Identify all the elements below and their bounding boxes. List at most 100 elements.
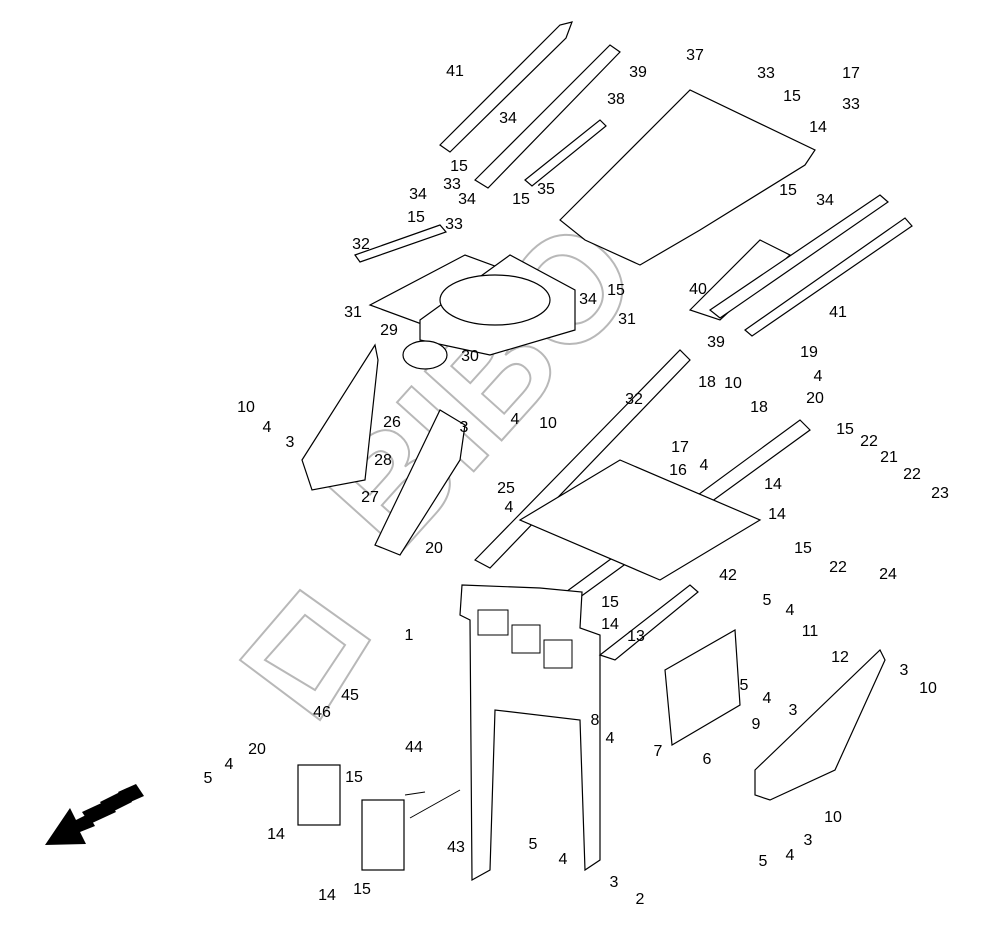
- part-filter-right: [361, 799, 405, 871]
- callout-4: 4: [263, 419, 272, 436]
- callout-41: 41: [446, 63, 464, 80]
- callout-9: 9: [752, 716, 761, 733]
- callout-18: 18: [698, 374, 716, 391]
- callout-15: 15: [407, 209, 425, 226]
- callout-5: 5: [763, 592, 772, 609]
- callout-33: 33: [443, 176, 461, 193]
- callout-35: 35: [537, 181, 555, 198]
- callout-4: 4: [606, 730, 615, 747]
- callout-15: 15: [512, 191, 530, 208]
- callout-8: 8: [591, 712, 600, 729]
- callout-5: 5: [529, 836, 538, 853]
- part-1-front-frame: [459, 584, 601, 882]
- callout-32: 32: [625, 391, 643, 408]
- callout-10: 10: [824, 809, 842, 826]
- callout-22: 22: [860, 433, 878, 450]
- forward-direction-arrow-icon: [45, 784, 144, 845]
- part-13-bracket: [598, 584, 699, 661]
- part-28-panel: [301, 343, 379, 491]
- callout-15: 15: [353, 881, 371, 898]
- callout-3: 3: [804, 832, 813, 849]
- callout-1: 1: [405, 627, 414, 644]
- callout-33: 33: [445, 216, 463, 233]
- part-32-rail: [354, 224, 448, 263]
- callout-16: 16: [669, 462, 687, 479]
- callout-41: 41: [829, 304, 847, 321]
- callout-26: 26: [383, 414, 401, 431]
- callout-34: 34: [816, 192, 834, 209]
- callout-28: 28: [374, 452, 392, 469]
- callout-39: 39: [629, 64, 647, 81]
- callout-23: 23: [931, 485, 949, 502]
- callout-4: 4: [505, 499, 514, 516]
- callout-34: 34: [409, 186, 427, 203]
- part-27-panel: [374, 409, 466, 556]
- part-39-right-strip: [708, 194, 889, 319]
- callout-14: 14: [764, 476, 782, 493]
- callout-24: 24: [879, 566, 897, 583]
- callout-20: 20: [806, 390, 824, 407]
- callout-22: 22: [903, 466, 921, 483]
- callout-40: 40: [689, 281, 707, 298]
- callout-7: 7: [654, 743, 663, 760]
- callout-5: 5: [204, 770, 213, 787]
- callout-4: 4: [763, 690, 772, 707]
- frame-left-beam: [474, 349, 691, 569]
- callout-19: 19: [800, 344, 818, 361]
- part-6-panel: [664, 629, 741, 746]
- callout-10: 10: [919, 680, 937, 697]
- callout-15: 15: [450, 158, 468, 175]
- part-38-bracket: [524, 119, 607, 187]
- callout-34: 34: [579, 291, 597, 308]
- callout-15: 15: [601, 594, 619, 611]
- callout-39: 39: [707, 334, 725, 351]
- part-43-rod: [409, 789, 461, 819]
- callout-10: 10: [237, 399, 255, 416]
- part-29-ring: [402, 340, 448, 370]
- callout-44: 44: [405, 739, 423, 756]
- callout-3: 3: [286, 434, 295, 451]
- callout-11: 11: [802, 623, 819, 640]
- callout-4: 4: [225, 756, 234, 773]
- callout-15: 15: [794, 540, 812, 557]
- callout-3: 3: [900, 662, 909, 679]
- callout-46: 46: [313, 704, 331, 721]
- callout-6: 6: [703, 751, 712, 768]
- callout-4: 4: [786, 847, 795, 864]
- callout-10: 10: [539, 415, 557, 432]
- callout-18: 18: [750, 399, 768, 416]
- callout-14: 14: [768, 506, 786, 523]
- part-44-bolt: [404, 791, 426, 796]
- callout-32: 32: [352, 236, 370, 253]
- callout-22: 22: [829, 559, 847, 576]
- callout-42: 42: [719, 567, 737, 584]
- callout-29: 29: [380, 322, 398, 339]
- callout-13: 13: [627, 628, 645, 645]
- callout-37: 37: [686, 47, 704, 64]
- callout-5: 5: [740, 677, 749, 694]
- callout-31: 31: [344, 304, 362, 321]
- callout-33: 33: [757, 65, 775, 82]
- part-9-panel: [754, 649, 886, 801]
- callout-3: 3: [460, 419, 469, 436]
- callout-15: 15: [836, 421, 854, 438]
- callout-4: 4: [786, 602, 795, 619]
- callout-15: 15: [779, 182, 797, 199]
- callout-4: 4: [700, 457, 709, 474]
- callout-15: 15: [607, 282, 625, 299]
- part-42-frame-floor: [518, 459, 762, 581]
- callout-3: 3: [610, 874, 619, 891]
- callout-25: 25: [497, 480, 515, 497]
- callout-34: 34: [458, 191, 476, 208]
- callout-33: 33: [842, 96, 860, 113]
- callout-5: 5: [759, 853, 768, 870]
- callout-14: 14: [601, 616, 619, 633]
- callout-14: 14: [318, 887, 336, 904]
- callout-14: 14: [267, 826, 285, 843]
- callout-15: 15: [345, 769, 363, 786]
- part-filter-left: [297, 764, 341, 826]
- callout-15: 15: [783, 88, 801, 105]
